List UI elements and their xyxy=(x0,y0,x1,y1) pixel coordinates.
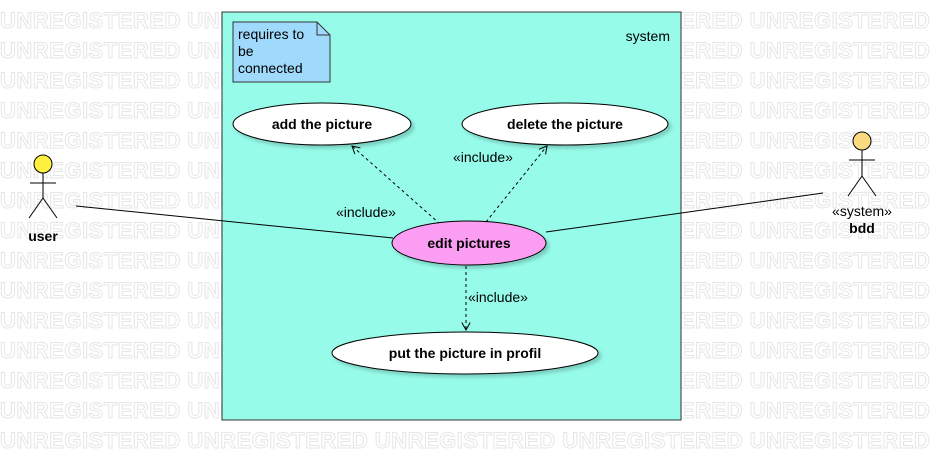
actor-name: user xyxy=(28,228,58,244)
note-line: requires to xyxy=(238,26,304,42)
association-user-edit[interactable] xyxy=(75,205,394,239)
use-case-delete-picture[interactable]: delete the picture xyxy=(461,102,669,146)
use-case-shape xyxy=(331,331,599,375)
actor-head xyxy=(852,131,872,151)
association-bdd-edit[interactable] xyxy=(545,192,824,233)
note-fold xyxy=(316,22,330,36)
use-case-add-picture[interactable]: add the picture xyxy=(232,102,412,146)
include-edit-delete[interactable] xyxy=(485,145,548,223)
note-line: connected xyxy=(238,60,303,76)
use-case-shape xyxy=(461,102,669,146)
use-case-label: add the picture xyxy=(272,116,373,132)
use-case-put-picture-profil[interactable]: put the picture in profil xyxy=(331,331,599,375)
include-label-put: «include» xyxy=(468,289,528,305)
use-case-shape xyxy=(391,220,547,266)
use-case-label: put the picture in profil xyxy=(389,345,541,361)
actor-stereotype: «system» xyxy=(832,203,892,219)
system-label: system xyxy=(626,28,670,44)
actor-user[interactable]: user xyxy=(28,154,58,244)
note-line: be xyxy=(238,43,254,59)
include-edit-add[interactable] xyxy=(351,145,441,225)
actor-name: bdd xyxy=(849,220,875,236)
actor-leg xyxy=(28,197,44,219)
use-case-shape xyxy=(232,102,412,146)
actor-bdd[interactable]: «system» bdd xyxy=(832,131,892,236)
include-label-add: «include» xyxy=(336,204,396,220)
use-case-label: edit pictures xyxy=(427,235,510,251)
note-shape xyxy=(232,21,331,83)
actor-leg xyxy=(42,197,58,219)
include-label-delete: «include» xyxy=(453,149,513,165)
watermark-row: UNREGISTERED UNREGISTERED UNREGISTERED U… xyxy=(0,428,930,453)
actor-head xyxy=(33,154,53,174)
actor-leg xyxy=(861,175,877,197)
note[interactable]: requires to be connected xyxy=(232,21,331,83)
use-case-label: delete the picture xyxy=(507,116,623,132)
use-case-edit-pictures[interactable]: edit pictures xyxy=(391,220,547,266)
actor-leg xyxy=(847,175,863,197)
